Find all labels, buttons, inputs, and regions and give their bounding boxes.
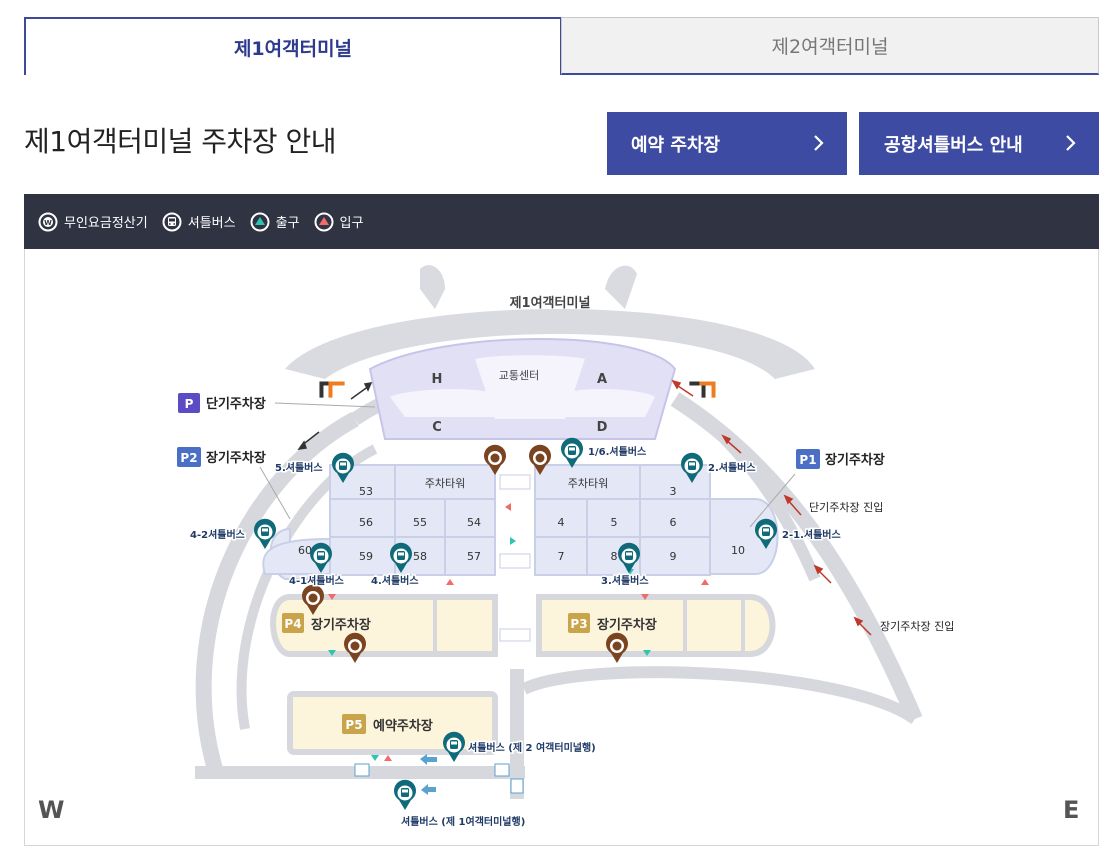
entrance-marker [505,503,511,511]
entry-chevron-right [689,381,716,398]
exit-icon [250,212,270,231]
compass-west: W [38,796,65,824]
zone-5: 5 [611,516,618,529]
transport-center-label: 교통센터 [499,369,539,382]
legend-label-exit: 출구 [275,216,300,231]
short-term-entry-label: 단기주차장 진입 [809,501,883,514]
zone-54: 54 [467,516,481,529]
zone-56: 56 [359,516,373,529]
shuttle-label-1-6: 1/6.셔틀버스 [588,445,646,458]
short-term-badge: P [185,397,194,411]
legend-label-entrance: 입구 [339,216,364,231]
zone-8: 8 [611,550,618,563]
p1-label: 장기주차장 [825,452,885,468]
entrance-icon [314,212,333,231]
zone-58: 58 [413,550,427,563]
tab-terminal-2[interactable]: 제2여객터미널 [561,17,1099,75]
payment-machine-icon [606,632,628,663]
block-a: A [597,372,607,387]
shuttle-label-5: 5.셔틀버스 [275,461,323,474]
parking-map-frame [24,194,1099,846]
shuttle-label-3: 3.셔틀버스 [601,574,649,587]
terminal-tabs: 제1여객터미널 제2여객터미널 [24,17,1099,75]
zone-7: 7 [558,550,565,563]
terminal-label: 제1여객터미널 [510,295,591,311]
shuttle-label-4: 4.셔틀버스 [371,574,419,587]
reserved-parking-button[interactable]: 예약 주차장 [607,112,847,175]
shuttle-label-4-2: 4-2셔틀버스 [190,528,245,541]
zone-57: 57 [467,550,481,563]
entry-chevron-left [319,381,345,398]
parking-tower-right: 주차타워 [568,477,608,490]
legend-label-payment: 무인요금정산기 [64,216,148,231]
zone-53: 53 [359,485,373,498]
p2-label: 장기주차장 [206,450,266,466]
p3-label: 장기주차장 [597,617,657,633]
legend-item-shuttle: 셔틀버스 [162,212,236,232]
shuttle-guide-button[interactable]: 공항셔틀버스 안내 [859,112,1099,175]
shuttle-direction-arrow [421,784,436,795]
zone-4: 4 [558,516,565,529]
exit-arrows [297,382,373,450]
shuttle-guide-label: 공항셔틀버스 안내 [884,134,1023,156]
exit-marker [643,650,651,656]
p5-label: 예약주차장 [373,718,433,734]
parking-tower-left: 주차타워 [425,477,465,490]
entry-arrows [671,379,872,636]
parking-map: 제1여객터미널 H A C D 교통센터 53 주차타워 56 55 54 60… [177,265,954,830]
shuttle-label-2: 2.셔틀버스 [708,461,756,474]
zone-59: 59 [359,550,373,563]
reserved-parking-label: 예약 주차장 [631,134,721,156]
exit-marker [328,650,336,656]
p5-badge: P5 [345,718,362,732]
long-term-entry-label: 장기주차장 진입 [880,620,954,633]
block-d: D [597,420,608,435]
zone-3: 3 [670,485,677,498]
p4-badge: P4 [284,617,301,631]
p4-label: 장기주차장 [311,617,371,633]
chevron-right-icon [814,135,824,151]
zone-55: 55 [413,516,427,529]
p2-badge: P2 [180,451,197,465]
payment-machine-icon [344,632,366,663]
shuttle-bus-icon [162,212,182,231]
legend-item-exit: 출구 [250,212,300,232]
legend-label-shuttle: 셔틀버스 [187,216,236,231]
shuttle-label-to-t2: 셔틀버스 (제 2 여객터미널행) [468,741,596,754]
legend-item-entrance: 입구 [314,212,364,232]
tab-terminal-1[interactable]: 제1여객터미널 [24,17,562,75]
legend-item-payment: W 무인요금정산기 [38,212,148,232]
exit-marker [510,537,516,545]
shuttle-label-2-1: 2-1.셔틀버스 [782,528,841,541]
p3-badge: P3 [570,617,587,631]
svg-text:W: W [44,219,52,227]
short-term-label: 단기주차장 [206,396,266,412]
block-h: H [432,372,443,387]
zone-9: 9 [670,550,677,563]
payment-machine-icon: W [38,212,58,231]
page-title: 제1여객터미널 주차장 안내 [24,125,336,158]
zone-10: 10 [731,544,745,557]
map-legend: W 무인요금정산기 셔틀버스 출구 입구 [24,194,1099,249]
p1-badge: P1 [799,453,816,467]
shuttle-direction-arrow [420,754,437,765]
block-c: C [432,420,442,435]
entrance-marker [384,755,392,761]
exit-marker [371,755,379,761]
entrance-marker [701,579,709,585]
compass-east: E [1063,796,1080,824]
shuttle-label-to-t1: 셔틀버스 (제 1여객터미널행) [401,815,525,828]
entrance-marker [446,579,454,585]
zone-60: 60 [298,544,312,557]
shuttle-label-4-1: 4-1셔틀버스 [289,574,344,587]
chevron-right-icon [1066,135,1076,151]
zone-6: 6 [670,516,677,529]
entrance-marker [328,594,336,600]
entrance-marker [641,594,649,600]
